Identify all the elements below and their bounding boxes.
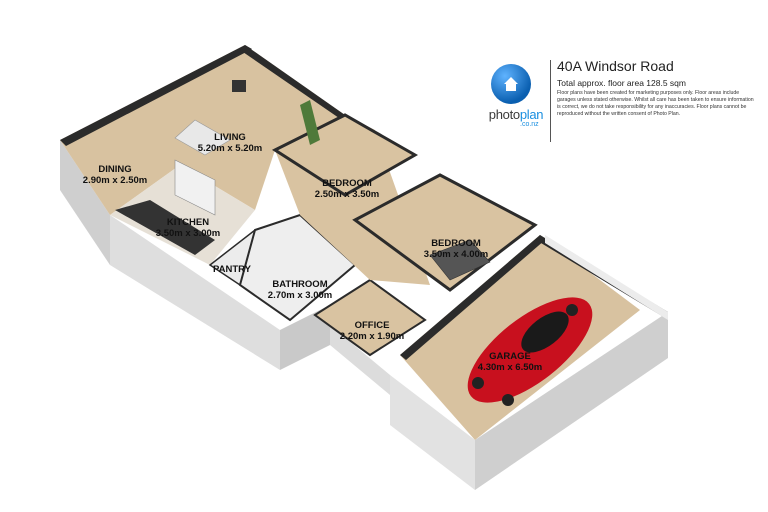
room-size-bathroom: 2.70m x 3.00m — [268, 290, 332, 301]
room-labels: LIVING 5.20m x 5.20m DINING 2.90m x 2.50… — [83, 132, 542, 373]
property-address: 40A Windsor Road — [557, 58, 674, 74]
header-divider — [550, 60, 551, 142]
photoplan-logo: photoplan .co.nz — [476, 64, 548, 136]
car-icon — [467, 297, 593, 406]
room-name-pantry: PANTRY — [213, 264, 252, 275]
room-size-kitchen: 3.50m x 3.00m — [156, 228, 220, 239]
plan-header: photoplan .co.nz 40A Windsor Road Total … — [470, 56, 760, 146]
bedroom2-area — [352, 173, 538, 292]
floor-area: Total approx. floor area 128.5 sqm — [557, 78, 686, 88]
room-name-living: LIVING — [214, 132, 246, 143]
brand-name: photoplan — [488, 107, 544, 122]
office-area — [313, 278, 427, 357]
living-furniture — [174, 80, 320, 156]
room-name-bedroom1: BEDROOM — [322, 178, 372, 189]
room-name-dining: DINING — [98, 164, 131, 175]
room-name-bathroom: BATHROOM — [272, 279, 327, 290]
house-icon — [504, 77, 518, 91]
room-name-bedroom2: BEDROOM — [431, 238, 481, 249]
bathroom-area — [238, 213, 357, 322]
bedroom2-bed — [429, 239, 491, 281]
room-name-garage: GARAGE — [489, 351, 531, 362]
room-size-living: 5.20m x 5.20m — [198, 143, 262, 154]
room-name-kitchen: KITCHEN — [167, 217, 209, 228]
kitchen-area — [110, 159, 255, 265]
room-size-office: 2.20m x 1.90m — [340, 331, 404, 342]
room-size-bedroom2: 3.50m x 4.00m — [424, 249, 488, 260]
exterior-walls — [60, 140, 668, 490]
room-size-garage: 4.30m x 6.50m — [478, 362, 542, 373]
room-name-office: OFFICE — [355, 320, 390, 331]
room-size-bedroom1: 2.50m x 3.50m — [315, 189, 379, 200]
disclaimer-text: Floor plans have been created for market… — [557, 90, 754, 117]
brand-domain: .co.nz — [520, 121, 539, 128]
room-size-dining: 2.90m x 2.50m — [83, 175, 147, 186]
